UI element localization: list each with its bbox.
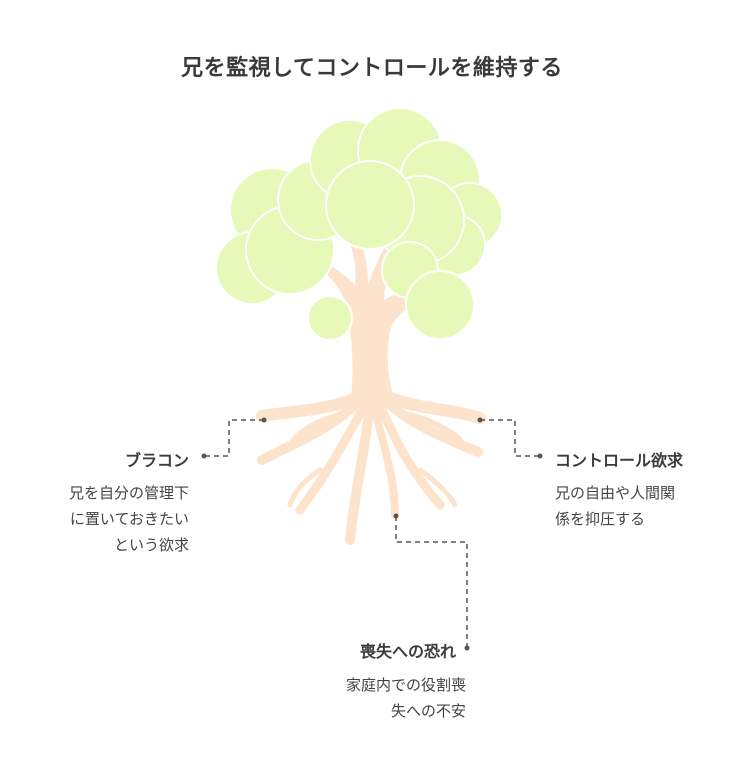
node-title-bottom: 喪失への恐れ [359,642,456,661]
connector-bottom [395,516,468,648]
node-desc-left-line: に置いておきたい [69,510,189,528]
connector-left [204,419,264,457]
node-desc-left-line: 兄を自分の管理下 [68,484,189,502]
node-title-left: ブラコン [124,451,189,470]
node-desc-bottom-line: 失への不安 [390,702,466,720]
node-desc-left: 兄を自分の管理下 に置いておきたい という欲求 [69,480,189,558]
tree-roots [256,384,486,545]
node-title-right: コントロール欲求 [555,451,684,470]
page-title: 兄を監視してコントロールを維持する [181,56,563,81]
tree-foliage [215,107,503,341]
node-desc-left-line: という欲求 [113,536,189,554]
node-desc-bottom: 家庭内での役割喪 失への不安 [346,672,466,724]
node-desc-right-line: 兄の自由や人間関 [555,484,676,502]
node-desc-right-line: 係を抑圧する [555,510,646,528]
node-desc-right: 兄の自由や人間関 係を抑圧する [555,480,675,532]
connector-right [480,419,540,457]
connectors [204,419,540,648]
connector-dots [201,417,543,651]
node-desc-bottom-line: 家庭内での役割喪 [345,676,466,694]
